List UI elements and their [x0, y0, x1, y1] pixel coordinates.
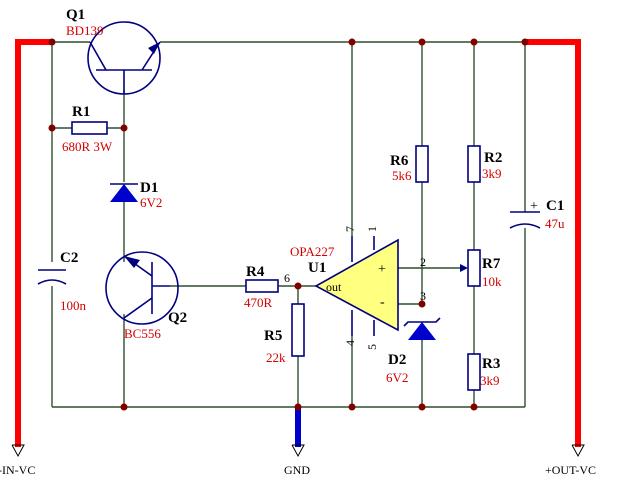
diode-d1: D1 6V2: [110, 180, 162, 210]
transistor-q1: Q1 BD139: [66, 7, 161, 95]
q1-ref: Q1: [66, 7, 85, 23]
d2-ref: D2: [388, 352, 406, 368]
r2-value: 3k9: [482, 166, 502, 181]
d1-diode-icon: [110, 184, 138, 202]
u1-pin-7: 7: [343, 226, 357, 232]
wires: [51, 41, 526, 408]
u1-pin-2: 2: [420, 255, 426, 269]
junction-dot: [120, 403, 128, 411]
d1-ref: D1: [140, 180, 158, 196]
u1-pin-5: 5: [365, 344, 379, 350]
u1-minus-label: -: [380, 295, 385, 310]
output-rail: [525, 39, 585, 458]
resistor-r3: R3 3k9: [467, 353, 500, 391]
resistor-r1: R1 680R 3W: [62, 104, 113, 154]
q2-value: BC556: [124, 326, 161, 341]
u1-pin-3: 3: [420, 289, 426, 303]
junction-dot: [470, 38, 478, 46]
r6-value: 5k6: [392, 168, 412, 183]
u1-value: OPA227: [290, 244, 335, 259]
r7-ref: R7: [482, 256, 501, 272]
junction-dot: [294, 282, 302, 290]
junction-dot: [120, 124, 128, 132]
junction-dot: [348, 403, 356, 411]
diode-d2: D2 6V2: [386, 317, 441, 385]
input-rail: [11, 39, 52, 458]
r1-ref: R1: [72, 104, 90, 120]
q2-ref: Q2: [168, 310, 187, 326]
transistor-q2: Q2 BC556: [105, 251, 187, 341]
u1-pin-6: 6: [284, 271, 290, 285]
c1-ref: C1: [546, 198, 564, 214]
q1-value: BD139: [66, 23, 104, 38]
junction-dot: [418, 300, 426, 308]
r3-value: 3k9: [480, 373, 500, 388]
junction-dot: [418, 403, 426, 411]
junction-dot: [48, 38, 56, 46]
resistor-r2: R2 3k9: [467, 145, 502, 183]
u1-pin-1: 1: [365, 226, 379, 232]
r7-value: 10k: [482, 274, 502, 289]
u1-ref: U1: [308, 260, 326, 276]
net-label-output: +OUT-VC: [545, 463, 596, 477]
junction-dot: [521, 38, 529, 46]
resistor-r6: R6 5k6: [390, 145, 429, 183]
junction-dot: [294, 403, 302, 411]
net-label-input: -IN-VC: [0, 463, 35, 477]
r4-ref: R4: [246, 264, 265, 280]
junctions: [48, 38, 529, 411]
resistor-r5: R5 22k: [264, 303, 305, 365]
r5-ref: R5: [264, 328, 282, 344]
gnd-rail: [291, 407, 305, 458]
capacitor-c1: + C1 47u: [509, 198, 565, 231]
junction-dot: [470, 403, 478, 411]
u1-output-label: out: [326, 280, 342, 294]
d1-value: 6V2: [140, 195, 162, 210]
output-port-arrow-icon: [571, 444, 585, 458]
net-label-gnd: GND: [284, 463, 310, 477]
r4-value: 470R: [244, 295, 273, 310]
d2-diode-icon: [408, 322, 436, 340]
r3-ref: R3: [482, 356, 500, 372]
input-port-arrow-icon: [11, 444, 25, 458]
u1-plus-label: +: [378, 262, 386, 277]
r1-value: 680R 3W: [62, 139, 113, 154]
c1-value: 47u: [545, 216, 565, 231]
c1-polarity: +: [530, 199, 538, 214]
d2-value: 6V2: [386, 370, 408, 385]
c2-value: 100n: [60, 298, 87, 313]
q2-emitter-arrow-icon: [124, 256, 140, 268]
gnd-port-arrow-icon: [291, 444, 305, 458]
u1-pin-4: 4: [343, 340, 357, 346]
junction-dot: [418, 38, 426, 46]
r2-ref: R2: [484, 150, 502, 166]
emitter-arrow-icon: [148, 42, 160, 54]
junction-dot: [48, 124, 56, 132]
potentiometer-r7: R7 10k: [460, 249, 502, 289]
capacitor-c2: C2 100n: [37, 250, 87, 313]
opamp-u1: U1 OPA227 out + - 7 1 2 3 4 5: [290, 226, 426, 350]
junction-dot: [348, 38, 356, 46]
c2-ref: C2: [60, 250, 78, 266]
resistor-r4: R4 470R 6: [244, 264, 290, 310]
r5-value: 22k: [266, 350, 286, 365]
r6-ref: R6: [390, 153, 409, 169]
r7-wiper-arrow-icon: [460, 264, 468, 272]
